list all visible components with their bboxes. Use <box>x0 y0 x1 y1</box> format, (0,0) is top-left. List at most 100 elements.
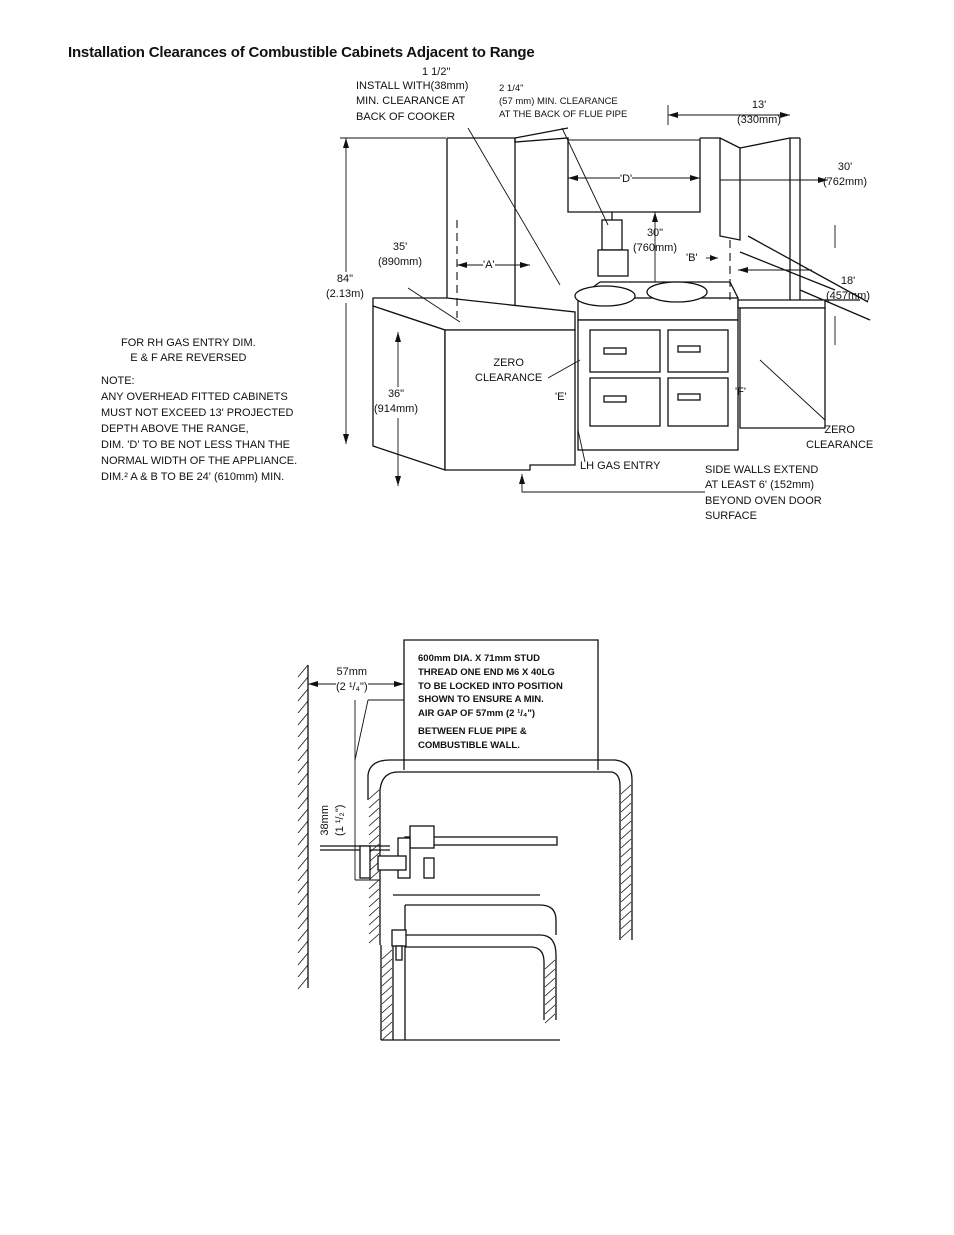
hatch-line <box>620 910 632 921</box>
hatch-line <box>297 736 309 750</box>
hatch-line <box>381 1012 393 1023</box>
hatch-line <box>620 856 632 867</box>
hatch-line <box>297 712 309 726</box>
hatch-line <box>297 964 309 978</box>
hatch-line <box>368 879 380 890</box>
hatch-line <box>620 865 632 876</box>
hatch-line <box>297 832 309 846</box>
hatch-line <box>297 904 309 918</box>
stud-note: 600mm DIA. X 71mm STUD THREAD ONE END M6… <box>418 653 563 751</box>
hatch-line <box>368 924 380 935</box>
hatch-line <box>620 928 632 939</box>
hatch-line <box>297 916 309 930</box>
hatch-line <box>620 847 632 858</box>
hatch-line <box>544 995 556 1006</box>
dim-84-label: 84" (2.13m) <box>326 272 364 303</box>
hatch-line <box>368 843 380 854</box>
hatch-line <box>381 949 393 960</box>
hatch-line <box>368 870 380 881</box>
zero-clearance-right: ZERO CLEARANCE <box>806 424 874 452</box>
hatch-line <box>368 915 380 926</box>
hatch-line <box>368 798 380 809</box>
hatch-line <box>381 985 393 996</box>
flue-clearance-note: 2 1/4" (57 mm) MIN. CLEARANCE AT THE BAC… <box>499 83 628 120</box>
dim-35-label: 35' (890mm) <box>378 241 423 269</box>
hatch-line <box>368 933 380 944</box>
hatch-line <box>368 816 380 827</box>
hatch-line <box>381 976 393 987</box>
hatch-line <box>544 1013 556 1024</box>
lh-gas-entry-label: LH GAS ENTRY <box>580 460 661 472</box>
dim-57-label: 57mm (2 ¹/₄") <box>336 665 368 696</box>
hatch-line <box>381 958 393 969</box>
dim-18-label: 18' (457mm) <box>826 275 871 303</box>
hatch-line <box>297 724 309 738</box>
hatch-line <box>544 977 556 988</box>
hatch-line <box>297 748 309 762</box>
hatch-line <box>297 928 309 942</box>
hatch-line <box>620 901 632 912</box>
hatch-line <box>368 888 380 899</box>
hatch-line <box>620 919 632 930</box>
hatch-line <box>297 772 309 786</box>
install-note: INSTALL WITH(38mm) MIN. CLEARANCE AT BAC… <box>356 80 469 123</box>
hatch-line <box>368 789 380 800</box>
hatch-line <box>544 1004 556 1015</box>
hatch-line <box>381 994 393 1005</box>
hatch-line <box>297 676 309 690</box>
hatch-line <box>297 664 309 678</box>
hatch-line <box>297 952 309 966</box>
hatch-line <box>368 807 380 818</box>
hatch-line <box>620 820 632 831</box>
page-title: Installation Clearances of Combustible C… <box>68 44 535 61</box>
hatch-line <box>368 834 380 845</box>
hatch-line <box>297 856 309 870</box>
hatch-line <box>620 874 632 885</box>
hatch-line <box>620 811 632 822</box>
hatch-line <box>297 892 309 906</box>
hatch-line <box>381 1030 393 1041</box>
hatch-line <box>620 892 632 903</box>
hatch-line <box>381 967 393 978</box>
dim-30-mid-label: 30" (760mm) <box>633 227 678 255</box>
hatch-line <box>368 906 380 917</box>
install-dim-label: 1 1/2" <box>422 66 451 78</box>
hatch-line <box>297 880 309 894</box>
cabinet-note: NOTE: ANY OVERHEAD FITTED CABINETS MUST … <box>101 375 298 483</box>
hatch-line <box>381 1003 393 1014</box>
hatch-line <box>297 784 309 798</box>
dim-38-label: 38mm (1 ¹/₂") <box>319 804 347 836</box>
dim-e-label: 'E' <box>555 391 567 403</box>
dim-b-label: 'B' <box>686 251 698 267</box>
hatch-line <box>297 796 309 810</box>
side-walls-note: SIDE WALLS EXTEND AT LEAST 6' (152mm) BE… <box>705 464 822 523</box>
dim-36-label: 36" (914mm) <box>374 387 419 418</box>
hatch-line <box>544 959 556 970</box>
hatch-line <box>368 825 380 836</box>
hatch-line <box>620 784 632 795</box>
hatch-line <box>297 868 309 882</box>
hatch-line <box>620 802 632 813</box>
hatch-line <box>544 968 556 979</box>
hatch-line <box>297 940 309 954</box>
dim-13-label: 13' (330mm) <box>737 99 782 127</box>
hatch-line <box>297 760 309 774</box>
hatch-line <box>297 808 309 822</box>
zero-clearance-left: ZERO CLEARANCE <box>475 357 543 385</box>
hatch-line <box>368 852 380 863</box>
hatch-line <box>381 1021 393 1032</box>
hatch-line <box>620 883 632 894</box>
hatch-line <box>620 829 632 840</box>
dim-30-top-label: 30' (762mm) <box>823 161 868 189</box>
dim-d-label: 'D' <box>620 172 633 188</box>
hatch-line <box>297 976 309 990</box>
hatch-line <box>297 844 309 858</box>
hatch-line <box>620 838 632 849</box>
dim-f-label: 'F' <box>735 386 746 398</box>
hatch-line <box>368 897 380 908</box>
rh-gas-note: FOR RH GAS ENTRY DIM. E & F ARE REVERSED <box>121 337 256 365</box>
hatch-line <box>544 986 556 997</box>
hatch-line <box>297 820 309 834</box>
hatch-line <box>620 793 632 804</box>
hatch-line <box>297 688 309 702</box>
